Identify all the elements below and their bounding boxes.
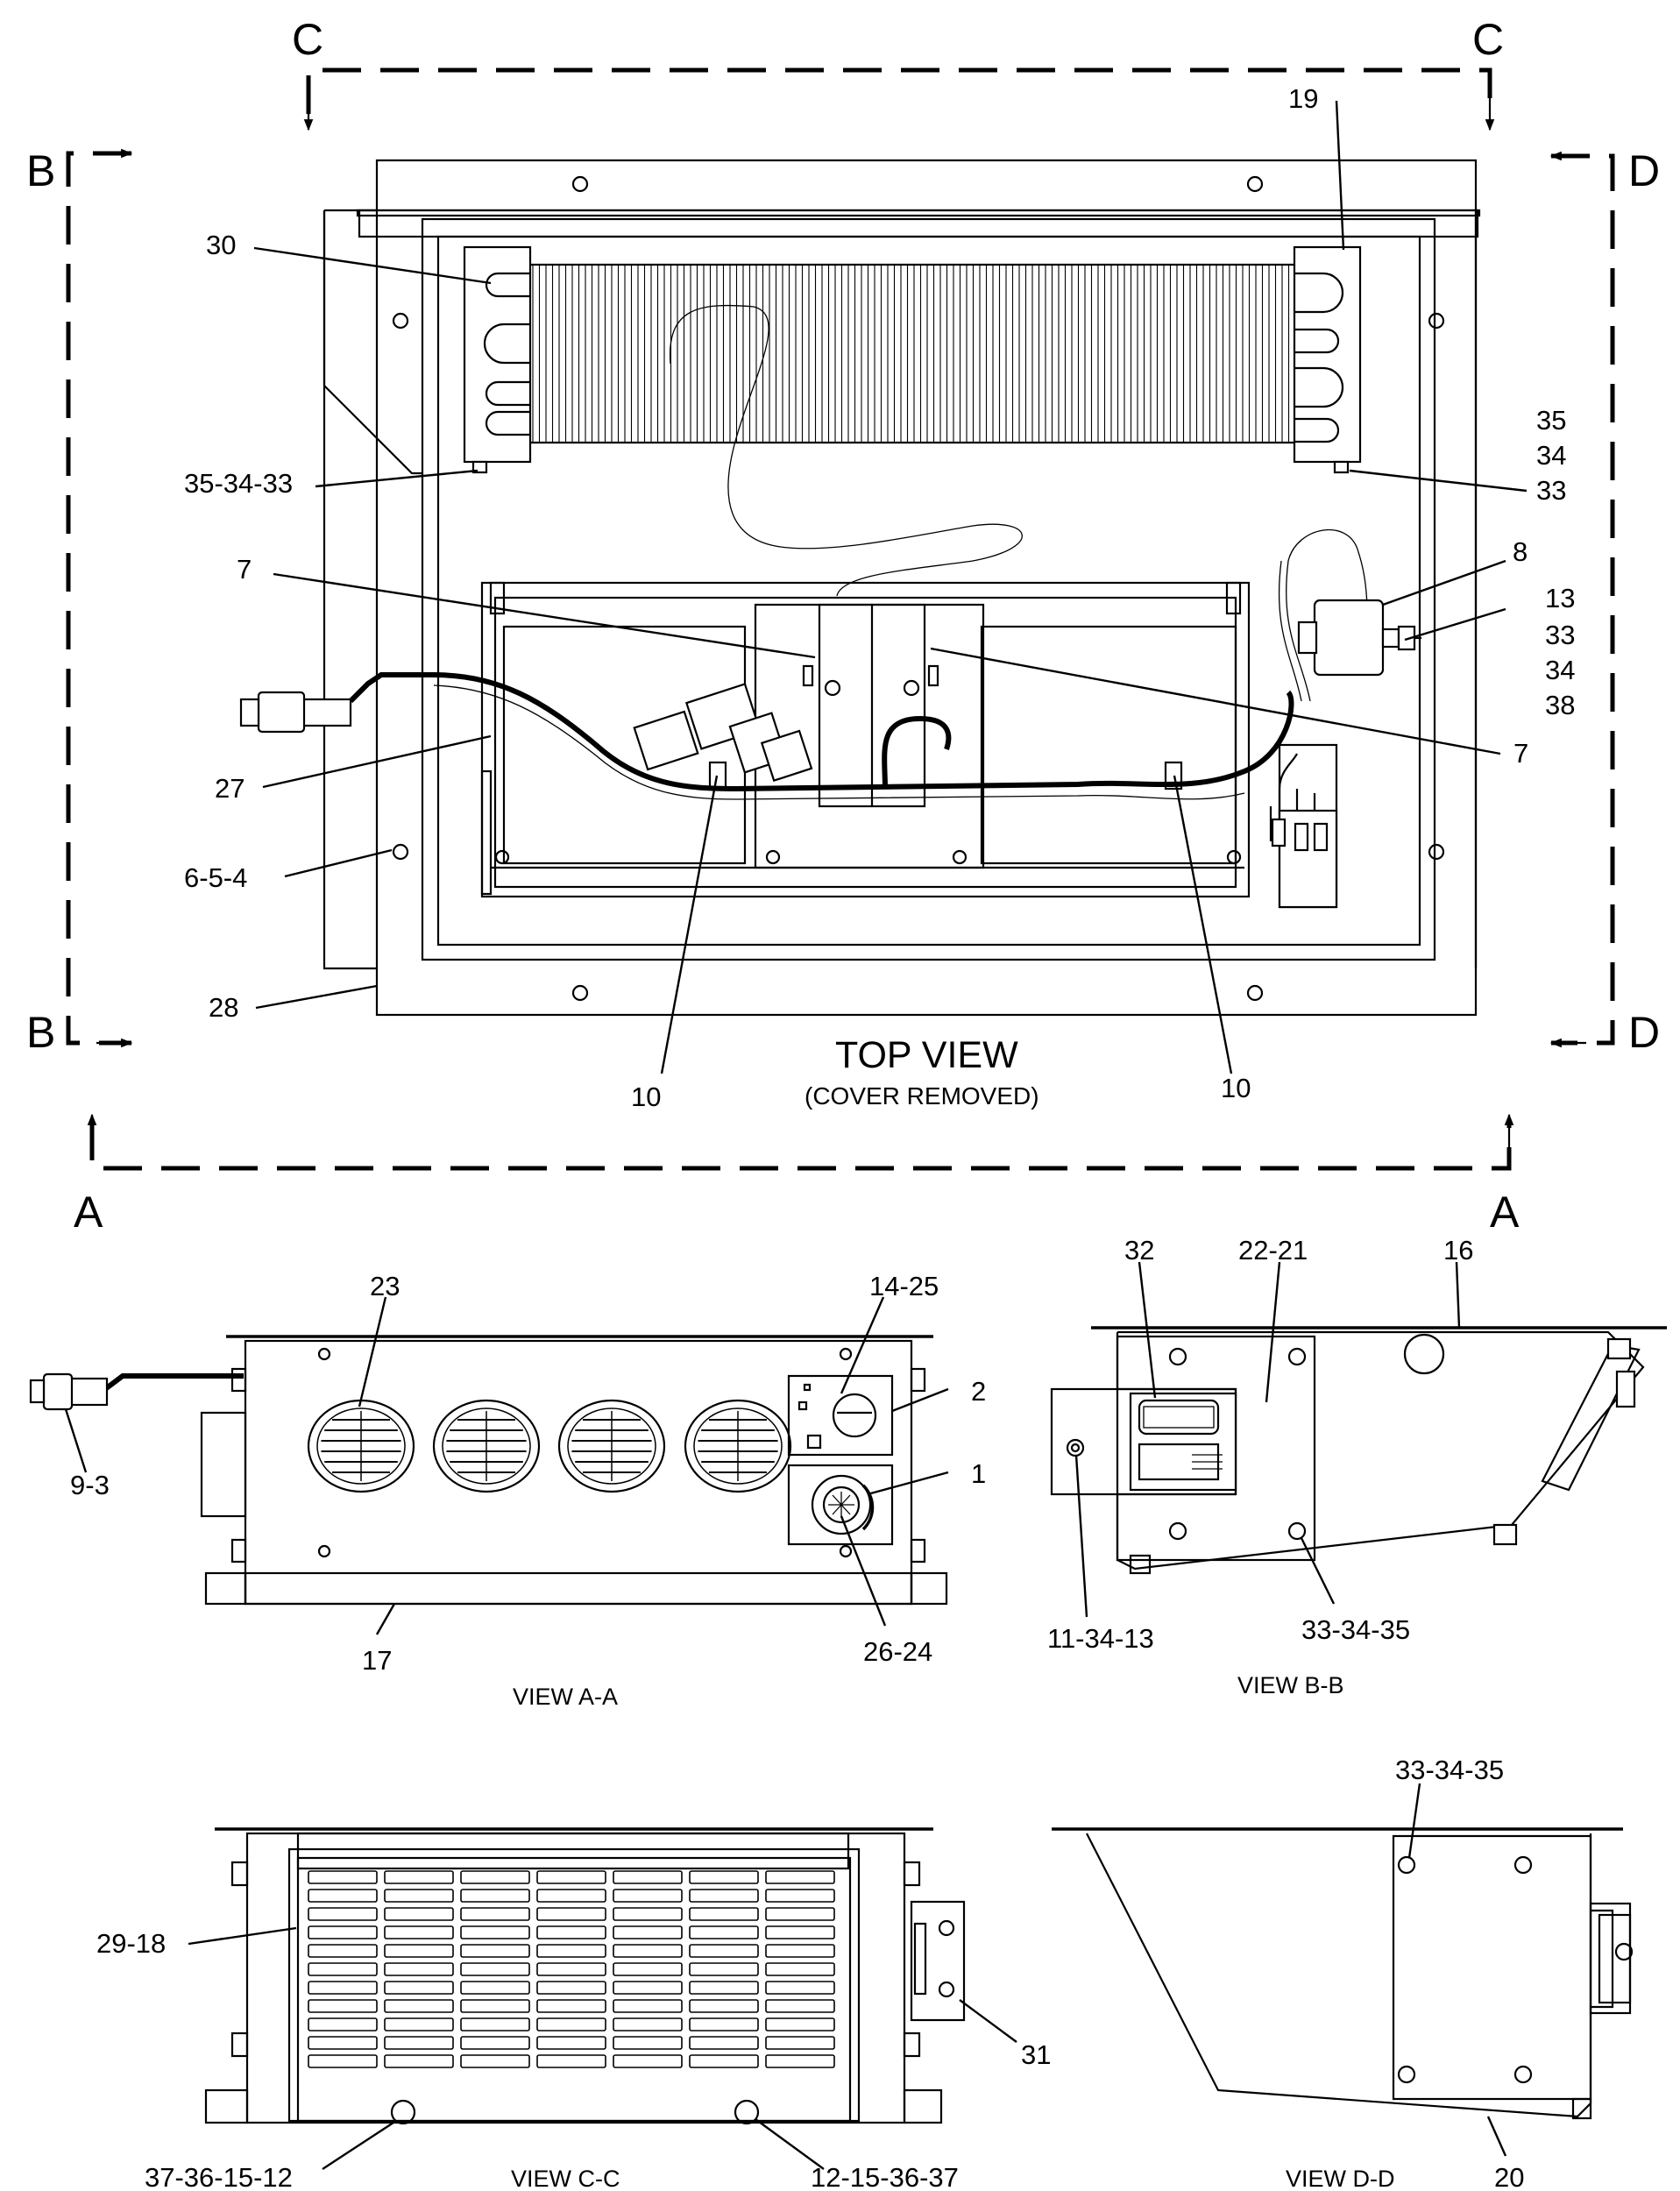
callout-2: 2 xyxy=(971,1376,986,1407)
callout-1: 1 xyxy=(971,1458,986,1489)
top-view-labels: 19 30 35-34-33 35 34 33 7 7 8 13 33 34 3… xyxy=(184,83,1575,1112)
callout-20: 20 xyxy=(1494,2162,1524,2191)
view-bb-drawing xyxy=(1050,1326,1667,1575)
callout-10-right: 10 xyxy=(1221,1073,1251,1103)
callout-30: 30 xyxy=(206,230,236,260)
top-view-title: TOP VIEW xyxy=(835,1034,1018,1076)
view-dd-title: VIEW D-D xyxy=(1286,2166,1395,2191)
callout-27: 27 xyxy=(215,773,245,804)
callout-19: 19 xyxy=(1288,83,1318,114)
callout-6-5-4: 6-5-4 xyxy=(184,862,247,893)
view-aa-title: VIEW A-A xyxy=(513,1684,618,1710)
callout-33b: 33 xyxy=(1545,620,1575,650)
callout-26-24: 26-24 xyxy=(863,1636,932,1667)
callout-17: 17 xyxy=(362,1645,392,1676)
callout-32: 32 xyxy=(1124,1235,1154,1266)
heater-coil xyxy=(463,245,1362,597)
view-dd-labels: 33-34-35 20 VIEW D-D xyxy=(1286,1755,1524,2191)
view-dd-leaders xyxy=(1407,1783,1507,2157)
section-marker-a-right: A xyxy=(1490,1188,1520,1237)
section-marker-b-top: B xyxy=(26,146,55,195)
callout-23: 23 xyxy=(370,1271,400,1301)
callout-10-left: 10 xyxy=(631,1081,661,1112)
callout-7-right: 7 xyxy=(1513,738,1528,769)
view-aa-leaders xyxy=(64,1296,949,1635)
top-view-subtitle: (COVER REMOVED) xyxy=(805,1082,1039,1110)
callout-35-34-33: 35-34-33 xyxy=(184,468,293,499)
section-marker-b-bottom: B xyxy=(26,1008,55,1057)
callout-28: 28 xyxy=(209,992,238,1023)
callout-12-15-36-37: 12-15-36-37 xyxy=(811,2162,959,2191)
top-view-drawing xyxy=(323,159,1481,1017)
view-cc-drawing xyxy=(204,1827,966,2125)
section-marker-c-right: C xyxy=(1472,15,1504,64)
view-bb-title: VIEW B-B xyxy=(1237,1672,1344,1698)
callout-37-36-15-12: 37-36-15-12 xyxy=(145,2162,293,2191)
top-view-leaders xyxy=(253,100,1528,1074)
section-marker-a-left: A xyxy=(74,1188,103,1237)
callout-9-3: 9-3 xyxy=(70,1470,110,1500)
callout-34b: 34 xyxy=(1545,655,1575,685)
view-aa-drawing xyxy=(29,1335,948,1606)
view-cc-title: VIEW C-C xyxy=(511,2166,620,2191)
view-cc-labels: 29-18 31 37-36-15-12 12-15-36-37 VIEW C-… xyxy=(96,1928,1051,2191)
callout-33-34-35-dd: 33-34-35 xyxy=(1395,1755,1504,1785)
section-cut-lines xyxy=(66,67,1615,1171)
view-bb-labels: 32 22-21 16 11-34-13 33-34-35 VIEW B-B xyxy=(1047,1235,1473,1698)
callout-38: 38 xyxy=(1545,690,1575,720)
callout-33-34-35-bb: 33-34-35 xyxy=(1301,1614,1410,1645)
callout-11-34-13: 11-34-13 xyxy=(1047,1623,1154,1654)
callout-8: 8 xyxy=(1513,536,1528,567)
callout-29-18: 29-18 xyxy=(96,1928,166,1959)
view-cc-leaders xyxy=(188,1926,1017,2171)
callout-22-21: 22-21 xyxy=(1238,1235,1308,1266)
view-bb-leaders xyxy=(1074,1261,1461,1618)
callout-16: 16 xyxy=(1443,1235,1473,1266)
blower-assembly xyxy=(239,528,1421,909)
section-marker-d-top: D xyxy=(1628,146,1660,195)
view-dd-drawing xyxy=(1052,1827,1634,2120)
section-marker-d-bottom: D xyxy=(1628,1008,1660,1057)
callout-14-25: 14-25 xyxy=(869,1271,939,1301)
section-marker-c-left: C xyxy=(292,15,323,64)
callout-33: 33 xyxy=(1536,475,1566,506)
callout-13: 13 xyxy=(1545,583,1575,613)
callout-31: 31 xyxy=(1021,2039,1051,2070)
callout-7-left: 7 xyxy=(237,554,252,585)
callout-34: 34 xyxy=(1536,440,1566,471)
callout-35: 35 xyxy=(1536,405,1566,436)
view-aa-labels: 23 14-25 2 1 9-3 17 26-24 VIEW A-A xyxy=(70,1271,986,1710)
